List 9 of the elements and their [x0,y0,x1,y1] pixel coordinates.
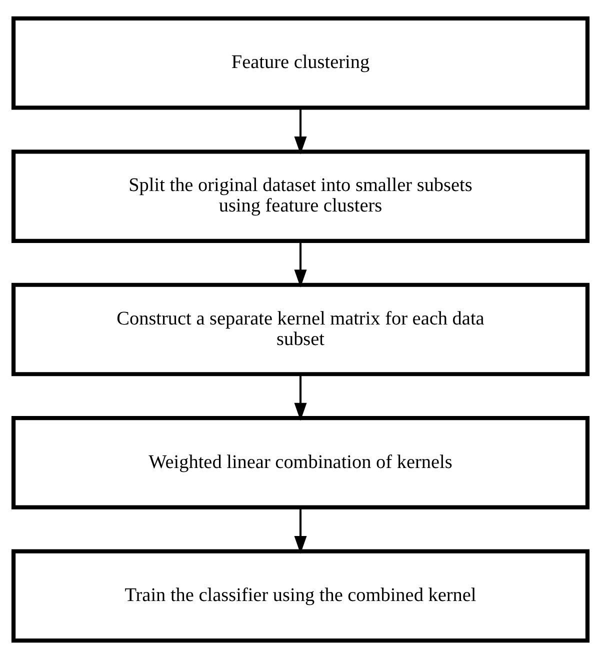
arrow [294,108,307,154]
node-box: Weighted linear combination of kernels [11,416,590,510]
arrow [294,508,307,554]
node-box: Split the original dataset into smaller subsets using feature clusters [11,150,590,243]
node-box: Train the classifier using the combined kernel [11,549,590,643]
node-box: Feature clustering [11,16,590,110]
arrow [294,241,307,288]
node-box: Construct a separate kernel matrix for each data subset [11,282,590,376]
arrow [294,374,307,421]
